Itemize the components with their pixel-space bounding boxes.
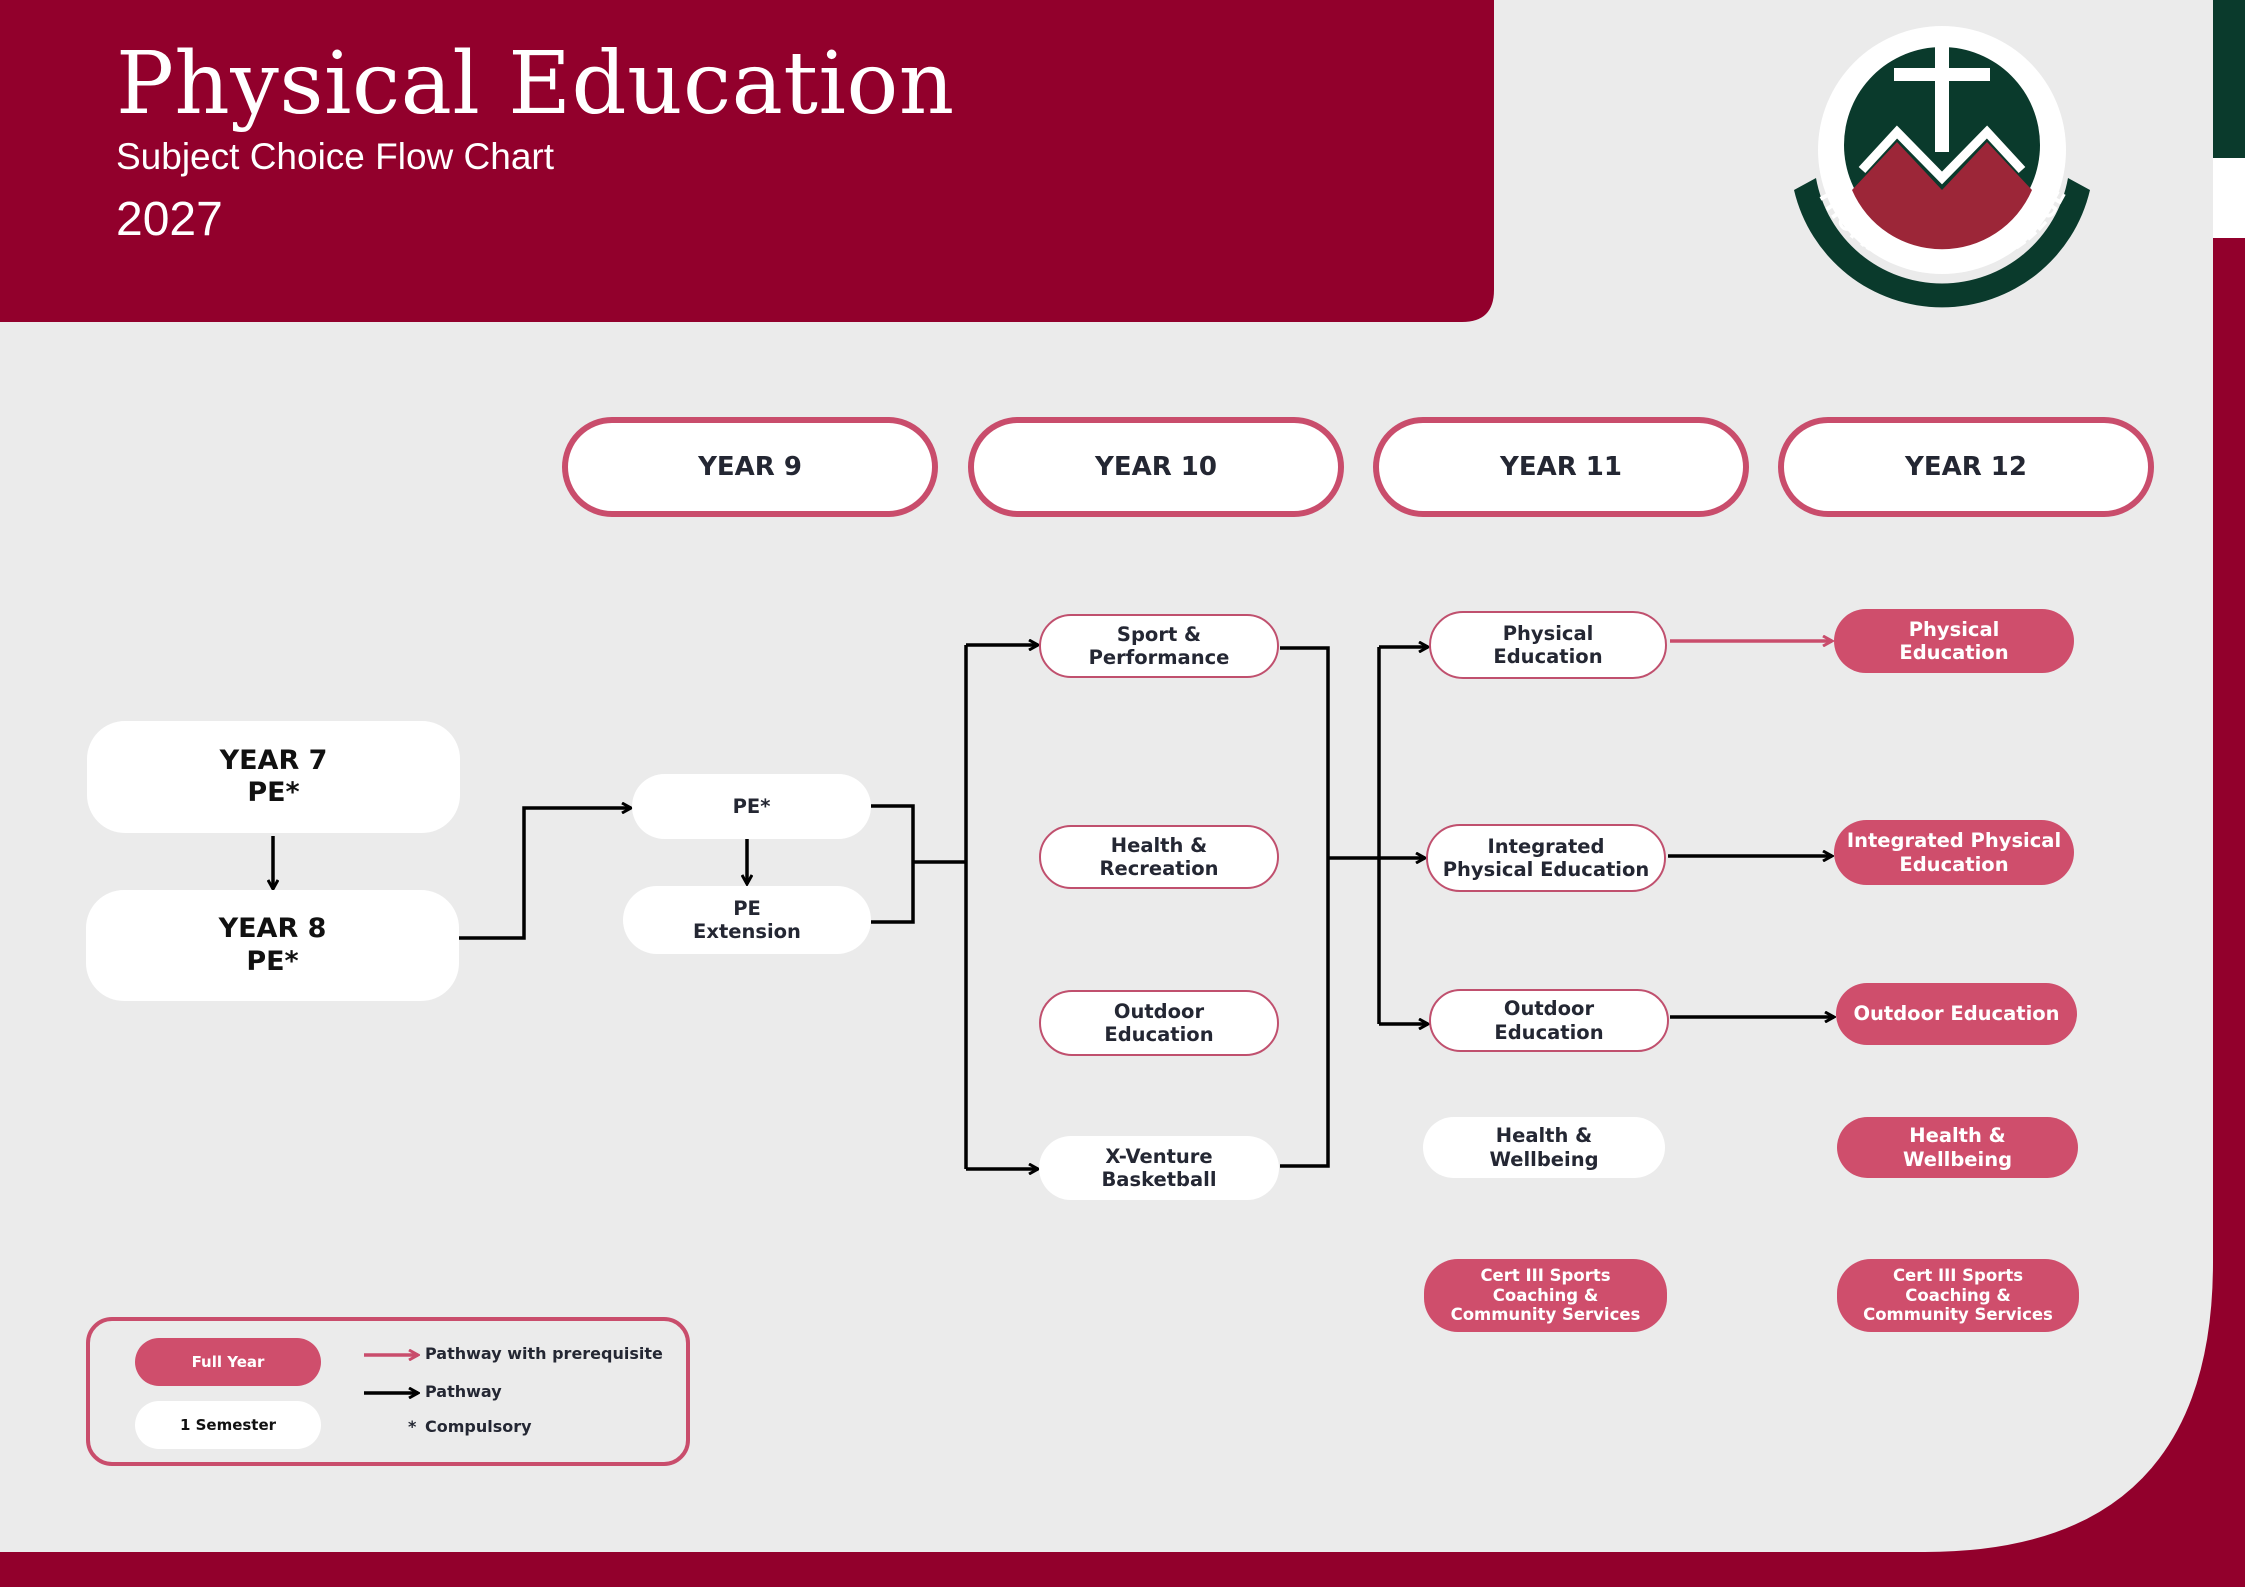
year9-pe-node: PE* xyxy=(632,774,871,839)
year8-pe-node: YEAR 8 PE* xyxy=(86,890,459,1001)
column-header-year9: YEAR 9 xyxy=(562,417,938,517)
year10-xventure-basketball-node: X-Venture Basketball xyxy=(1039,1136,1279,1200)
page-subtitle: Subject Choice Flow Chart xyxy=(116,136,555,177)
year11-outdoor-education-node: Outdoor Education xyxy=(1429,989,1669,1052)
line-pe-out xyxy=(871,804,915,924)
bracket-y10-right xyxy=(1280,646,1330,1168)
year11-cert3-sports-node: Cert III Sports Coaching & Community Ser… xyxy=(1424,1259,1667,1332)
year12-integrated-pe-node: Integrated Physical Education xyxy=(1834,820,2074,885)
arrow-y8-pe xyxy=(458,808,631,940)
column-header-year10: YEAR 10 xyxy=(968,417,1344,517)
year11-health-wellbeing-node: Health & Wellbeing xyxy=(1423,1117,1665,1178)
legend-prerequisite-label: Pathway with prerequisite xyxy=(425,1344,663,1363)
year9-pe-extension-node: PE Extension xyxy=(623,886,871,954)
year11-physical-education-node: Physical Education xyxy=(1429,611,1667,679)
header-band xyxy=(0,0,1494,322)
right-green-strip xyxy=(2213,0,2245,158)
page-year: 2027 xyxy=(116,193,223,246)
year10-outdoor-education-node: Outdoor Education xyxy=(1039,990,1279,1056)
college-logo: THOMAS MORE COLLEGE xyxy=(1794,26,2090,308)
year12-outdoor-education-node: Outdoor Education xyxy=(1836,983,2077,1045)
legend-compulsory-label: Compulsory xyxy=(425,1417,532,1436)
column-header-year12: YEAR 12 xyxy=(1778,417,2154,517)
page-title: Physical Education xyxy=(116,34,955,134)
year11-integrated-pe-node: Integrated Physical Education xyxy=(1426,824,1666,892)
right-white-strip xyxy=(2213,158,2245,238)
year12-cert3-sports-node: Cert III Sports Coaching & Community Ser… xyxy=(1837,1259,2079,1332)
legend-full-year-swatch: Full Year xyxy=(135,1338,321,1386)
year10-sport-performance-node: Sport & Performance xyxy=(1039,614,1279,678)
year7-pe-node: YEAR 7 PE* xyxy=(87,721,460,833)
year10-health-recreation-node: Health & Recreation xyxy=(1039,825,1279,889)
column-header-year11: YEAR 11 xyxy=(1373,417,1749,517)
legend xyxy=(86,1317,690,1466)
legend-one-semester-swatch: 1 Semester xyxy=(135,1401,321,1449)
year12-health-wellbeing-node: Health & Wellbeing xyxy=(1837,1117,2078,1178)
legend-compulsory-mark: * xyxy=(408,1417,417,1436)
legend-pathway-label: Pathway xyxy=(425,1382,502,1401)
year12-physical-education-node: Physical Education xyxy=(1834,609,2074,673)
